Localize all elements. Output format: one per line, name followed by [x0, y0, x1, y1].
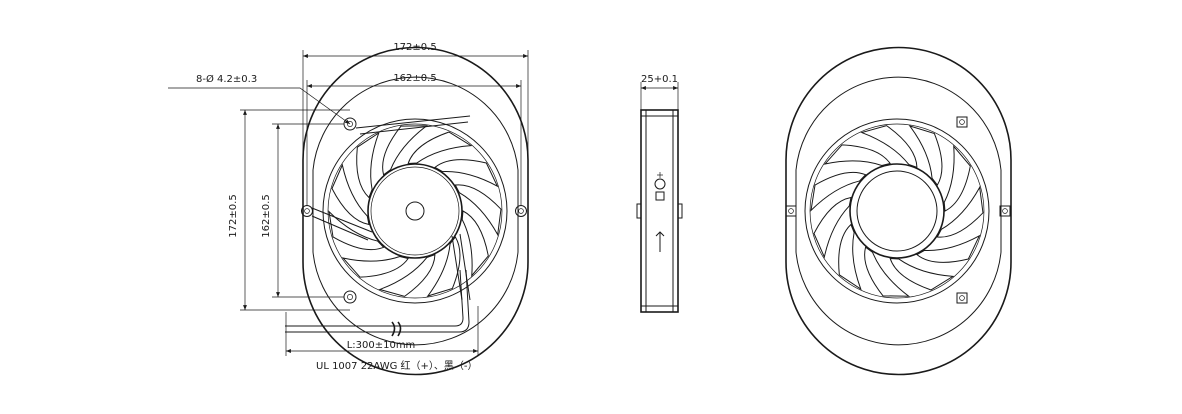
front-frame-inner: [312, 76, 519, 346]
front-struts: [311, 115, 471, 301]
front-shaft: [405, 201, 425, 221]
fan-blade: [328, 210, 385, 251]
fan-blade: [908, 125, 943, 186]
front-fan-blades: [328, 125, 502, 297]
fan-blade: [341, 256, 409, 278]
mount-hole-inner: [304, 208, 310, 214]
front-hub: [367, 163, 463, 259]
front-hub-inner: [370, 166, 460, 256]
front-venturi-ring-inner: [327, 123, 503, 299]
fan-blade: [810, 171, 867, 212]
front-view: [285, 46, 529, 376]
rear-view: [785, 46, 1012, 376]
rear-frame-outer: [785, 46, 1012, 376]
front-dimensions: 172±0.5 162±0.5 172±0.5 162±0.5 8-Ø 4.2±…: [168, 42, 529, 372]
fan-blade: [434, 159, 499, 188]
fan-blade: [426, 236, 461, 297]
lead-spec-label: UL 1007 22AWG 红（+）、黑（-）: [316, 359, 478, 372]
side-lead-exit: [636, 203, 642, 219]
rear-mount-holes: [785, 116, 1011, 304]
fan-blade: [838, 223, 862, 291]
fan-blade: [407, 131, 473, 165]
fan-blade: [864, 246, 911, 297]
rear-frame-inner: [795, 76, 1002, 346]
dim-thickness: 25+0.1: [641, 74, 678, 85]
front-mount-holes: [301, 117, 527, 304]
rear-fan-blades: [810, 125, 984, 297]
dim-width-pitch: 162±0.5: [393, 73, 436, 84]
dim-width-overall: 172±0.5: [393, 42, 436, 53]
side-dimensions: 25+0.1: [640, 74, 679, 110]
fan-blade: [813, 196, 852, 259]
mount-hole-inner: [347, 294, 353, 300]
front-lead-wires: [285, 269, 470, 337]
fan-blade: [454, 184, 502, 237]
mount-hole: [515, 205, 527, 217]
dim-height-overall: 172±0.5: [228, 194, 239, 237]
fan-blade: [378, 253, 436, 297]
mount-hole: [343, 290, 357, 304]
fan-blade: [461, 210, 489, 278]
fan-blade: [936, 185, 984, 238]
fan-blade: [943, 144, 971, 212]
rear-venturi-ring: [804, 118, 990, 304]
fan-blade: [382, 125, 429, 176]
front-venturi-ring: [322, 118, 508, 304]
fan-blade: [356, 131, 380, 199]
rear-hub: [849, 163, 945, 259]
rotation-mark: [654, 178, 666, 190]
mount-hole-inner: [518, 208, 524, 214]
fan-blade: [823, 144, 891, 166]
rear-venturi-ring-inner: [809, 123, 985, 299]
fan-blade: [889, 257, 955, 291]
front-frame-outer: [302, 46, 529, 376]
mount-hole: [301, 205, 313, 217]
side-view: [636, 109, 683, 313]
fan-blade: [331, 163, 370, 226]
side-frame: [640, 109, 679, 313]
fan-blade: [860, 125, 918, 169]
dim-mount-hole: 8-Ø 4.2±0.3: [196, 73, 257, 85]
rear-hub-inner: [856, 170, 938, 252]
dim-height-pitch: 162±0.5: [261, 194, 272, 237]
fan-blade: [916, 234, 981, 263]
dim-lead-length: L:300±10mm: [347, 340, 416, 351]
